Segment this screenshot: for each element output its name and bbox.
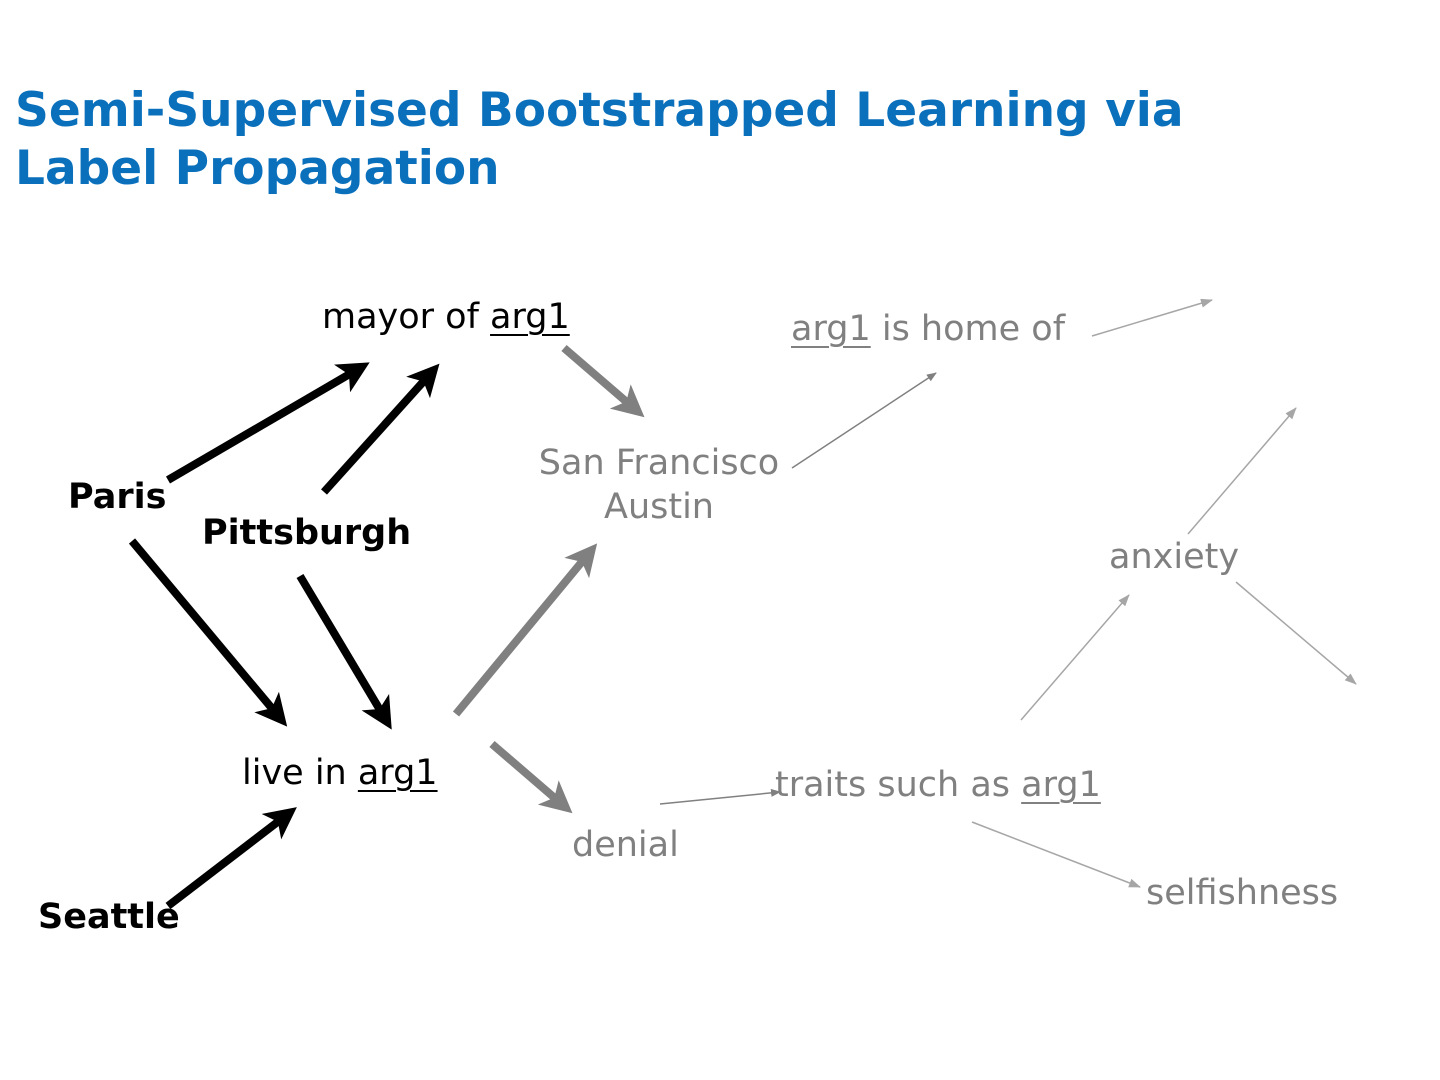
pattern-text: live in [242,753,358,793]
slide-title: Semi-Supervised Bootstrapped Learning vi… [15,82,1184,198]
pattern-is-home-of: arg1 is home of [791,309,1065,349]
pattern-arg: arg1 [490,297,570,337]
edge-livein-sf [452,543,598,717]
instance-austin: Austin [604,487,714,527]
edge-pittsburgh-mayor [321,363,440,495]
seed-paris: Paris [68,477,167,517]
pattern-arg: arg1 [1021,765,1101,805]
pattern-arg: arg1 [791,309,871,349]
instance-san-francisco: San Francisco [538,443,780,483]
seed-pittsburgh: Pittsburgh [202,513,412,553]
instance-denial: denial [572,825,679,865]
instance-group-cities: San Francisco Austin [535,441,783,529]
pattern-text: is home of [870,309,1066,349]
title-line-2: Label Propagation [15,141,500,196]
seed-seattle: Seattle [38,897,180,937]
pattern-text: traits such as [775,765,1022,805]
edge-seattle-livein [165,807,297,910]
edge-traits-anxiety [1020,594,1130,721]
pattern-live-in: live in arg1 [242,753,438,793]
edge-paris-mayor [165,362,370,484]
title-line-1: Semi-Supervised Bootstrapped Learning vi… [15,83,1184,138]
pattern-mayor-of: mayor of arg1 [322,297,570,337]
pattern-arg: arg1 [357,753,438,793]
edge-homeof-out [1091,298,1213,337]
instance-anxiety: anxiety [1109,537,1240,577]
edge-sf-homeof [791,372,937,469]
edge-pittsburgh-livein [296,573,392,730]
edge-denial-traits [659,788,781,805]
edge-anxiety-down [1235,581,1357,685]
instance-selfishness: selfishness [1146,873,1339,913]
edge-anxiety-up [1187,407,1297,535]
pattern-traits-such-as: traits such as arg1 [775,765,1101,805]
edge-traits-selfishness [971,821,1141,888]
pattern-text: mayor of [322,297,491,337]
edge-paris-livein [128,538,288,727]
edge-mayor-sf [561,344,645,418]
edge-livein-denial [489,740,573,814]
